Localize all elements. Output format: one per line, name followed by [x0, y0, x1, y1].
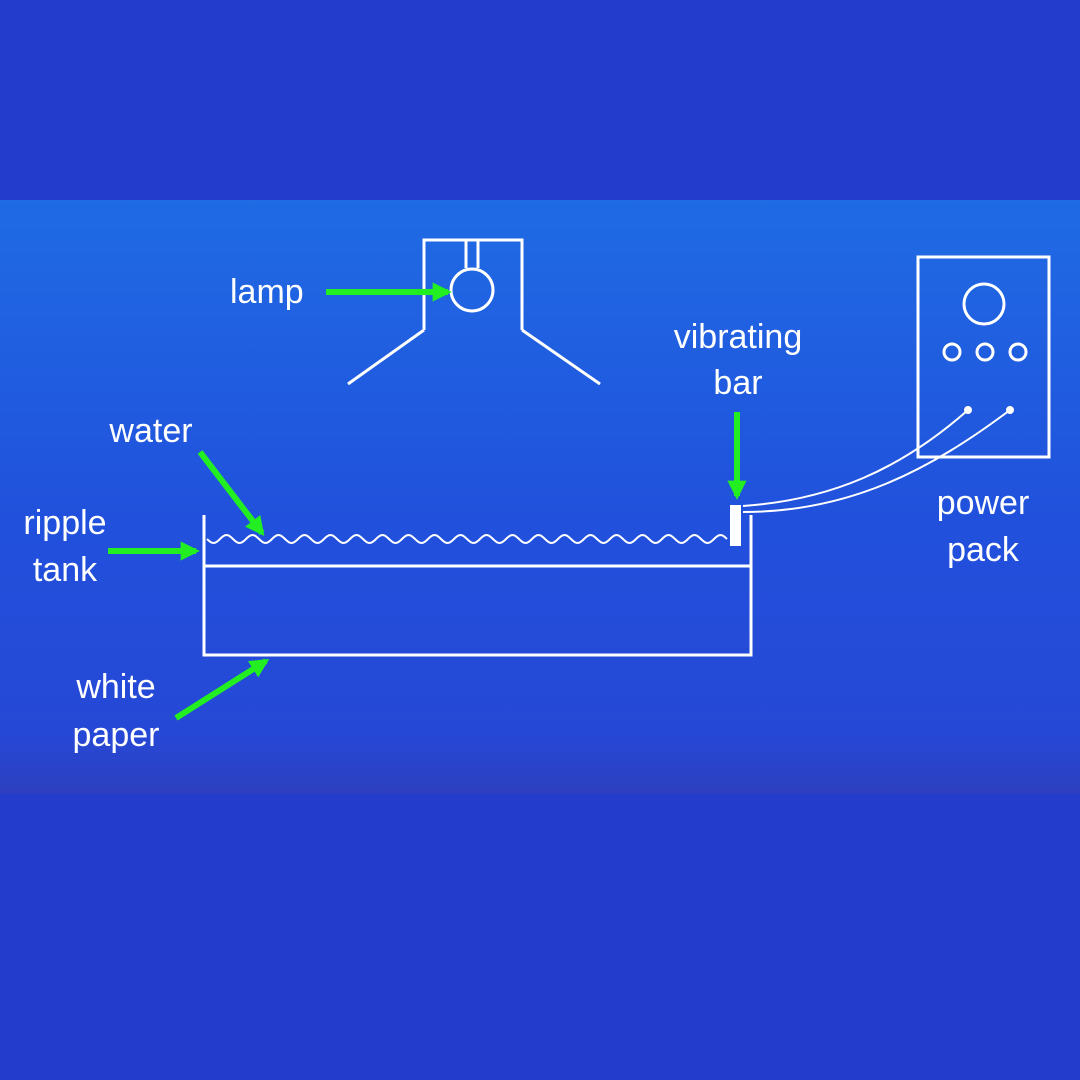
water-arrow [197, 450, 265, 537]
white-paper-arrow [174, 658, 270, 721]
power-leads [742, 406, 1014, 513]
lamp-housing [347, 238, 601, 386]
ripple-tank-label-line1: ripple [23, 504, 106, 542]
ripple-tank-label-line2: tank [33, 551, 98, 589]
vibrating-bar-label-line1: vibrating [674, 318, 803, 356]
power-pack-socket [1008, 342, 1028, 362]
vibrating-bar [730, 505, 741, 546]
power-pack-socket [975, 342, 995, 362]
water-label: water [108, 412, 192, 450]
ripple-tank [202, 515, 753, 657]
power-pack-dial [962, 282, 1006, 326]
vibrating-bar-label-line2: bar [713, 364, 762, 402]
lamp-label: lamp [230, 273, 304, 311]
power-pack-label-line2: pack [947, 531, 1020, 569]
power-pack-label-line1: power [937, 484, 1030, 522]
diagram-panel [0, 200, 1080, 794]
water-surface [206, 534, 728, 544]
white-paper-label-line2: paper [73, 716, 160, 754]
power-pack [916, 255, 1051, 459]
power-pack-socket [942, 342, 962, 362]
white-paper-label-line1: white [75, 668, 155, 706]
